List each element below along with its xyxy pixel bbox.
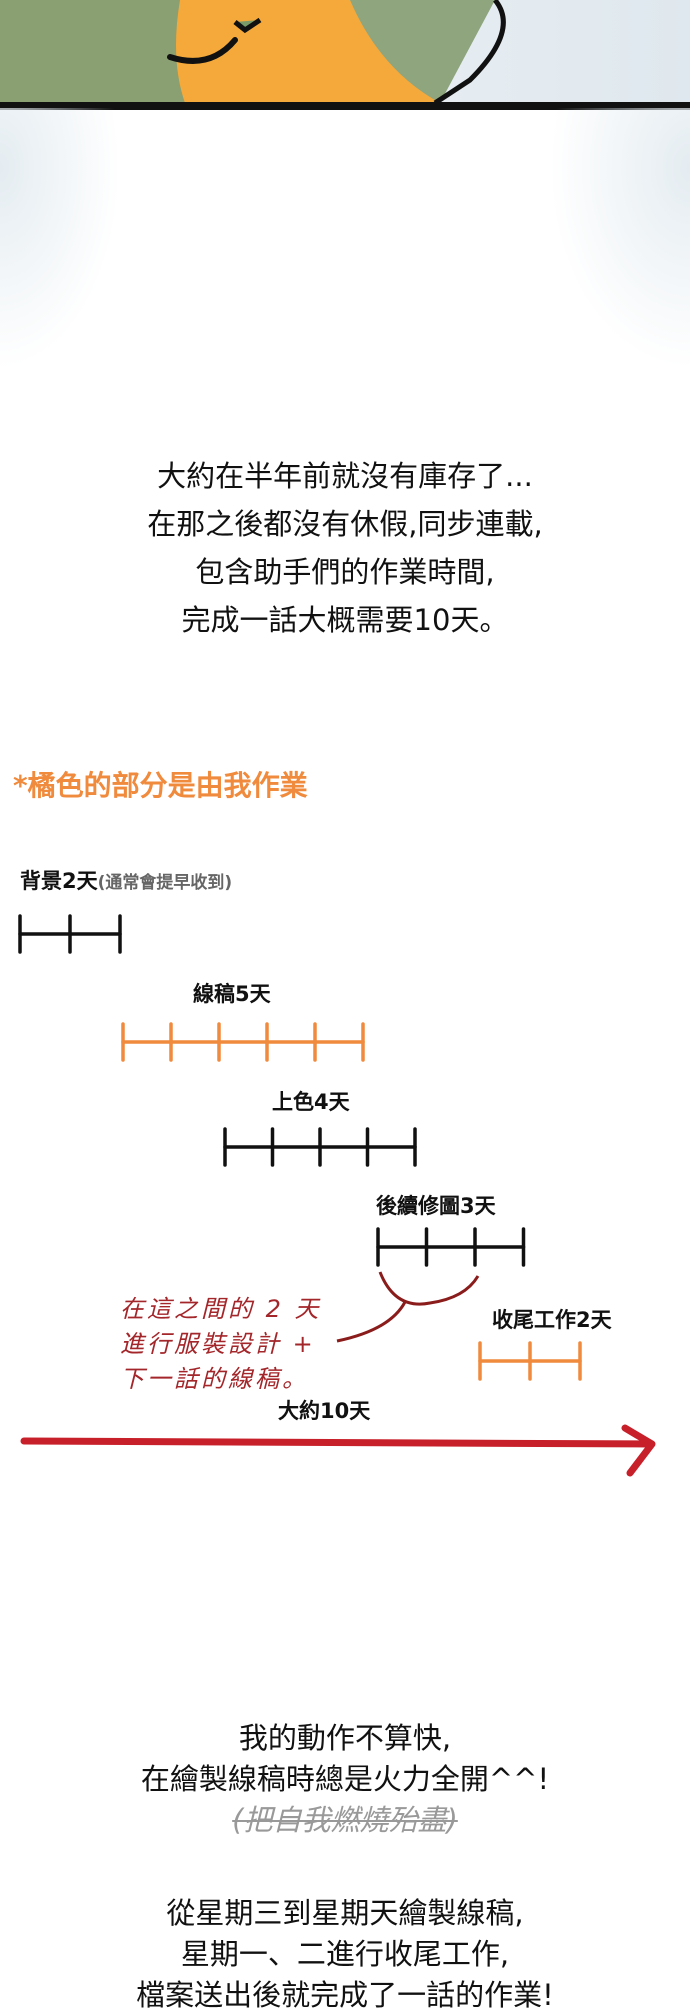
strikethrough-aside: (把自我燃燒殆盡) <box>232 1803 458 1837</box>
annotation-note: 在這之間的 2 天 進行服裝設計 + 下一話的線稿。 <box>120 1292 322 1397</box>
stage-color-label: 上色4天 <box>272 1090 350 1114</box>
closing-line: 從星期三到星期天繪製線稿, <box>166 1896 524 1930</box>
arrowhead-icon <box>621 1424 656 1477</box>
stage-bar <box>478 1341 582 1381</box>
stage-bar <box>223 1127 417 1167</box>
total-label: 大約10天 <box>278 1399 371 1423</box>
annotation-line: 下一話的線稿。 <box>120 1365 309 1393</box>
legend-title: *橘色的部分是由我作業 <box>13 769 308 802</box>
stage-lineart-label: 線稿5天 <box>193 982 271 1006</box>
total-arrow-line <box>20 1437 654 1448</box>
outro-line: 在繪製線稿時總是火力全開^^! <box>140 1762 550 1796</box>
outro-line: 我的動作不算快, <box>238 1721 452 1755</box>
outro-text: 我的動作不算快, 在繪製線稿時總是火力全開^^! (把自我燃燒殆盡) <box>0 1718 690 1841</box>
annotation-line: 進行服裝設計 + <box>120 1330 316 1358</box>
intro-line: 包含助手們的作業時間, <box>195 555 495 589</box>
closing-text: 從星期三到星期天繪製線稿, 星期一、二進行收尾工作, 檔案送出後就完成了一話的作… <box>0 1893 690 2016</box>
stage-bar <box>121 1022 365 1062</box>
intro-line: 大約在半年前就沒有庫存了... <box>157 459 533 493</box>
closing-line: 檔案送出後就完成了一話的作業! <box>136 1978 554 2012</box>
stage-retouch-label: 後續修圖3天 <box>376 1194 496 1218</box>
comic-panel-illustration <box>0 0 690 110</box>
intro-line: 完成一話大概需要10天。 <box>181 603 509 637</box>
background-glow <box>0 108 690 368</box>
closing-line: 星期一、二進行收尾工作, <box>180 1937 510 1971</box>
stage-background-label: 背景2天(通常會提早收到) <box>20 865 232 895</box>
stage-finish-label: 收尾工作2天 <box>492 1308 612 1332</box>
stage-label: 背景2天 <box>20 869 98 893</box>
pointer-line <box>336 1301 407 1343</box>
stage-bar <box>376 1227 526 1267</box>
annotation-line: 在這之間的 2 天 <box>120 1295 322 1323</box>
stage-note: (通常會提早收到) <box>97 873 233 893</box>
intro-line: 在那之後都沒有休假,同步連載, <box>147 507 543 541</box>
stage-bar <box>18 914 122 954</box>
intro-text: 大約在半年前就沒有庫存了... 在那之後都沒有休假,同步連載, 包含助手們的作業… <box>0 452 690 644</box>
bracket <box>378 1271 480 1306</box>
